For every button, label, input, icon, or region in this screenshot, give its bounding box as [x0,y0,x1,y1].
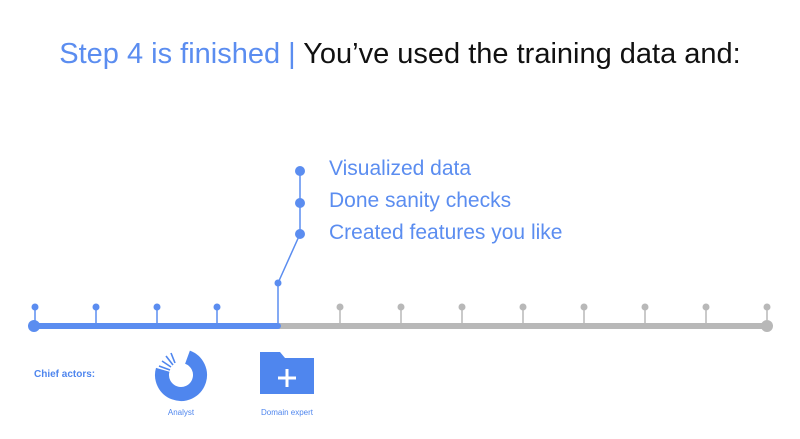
tick-8 [519,303,527,323]
tick-6 [397,303,405,323]
annotation-sanity-checks: Done sanity checks [329,189,512,212]
tick-5 [336,303,344,323]
annotation-dot-2 [295,198,305,208]
track-end-dot [761,320,773,332]
title-separator: | [280,38,304,70]
annotation-created-features: Created features you like [329,221,563,244]
tick-11 [702,303,710,323]
current-step-branch [274,166,305,323]
tick-12 [763,303,771,320]
tick-4 [213,303,221,323]
tick-7 [458,303,466,323]
tick-1 [31,303,39,323]
folder-plus-icon [260,352,314,394]
chief-actors-heading: Chief actors: [34,369,96,380]
tick-9 [580,303,588,323]
annotation-dot-3 [295,229,305,239]
tick-3 [153,303,161,323]
actor-label-analyst: Analyst [167,408,195,417]
tick-10 [641,303,649,323]
track-start-dot [28,320,40,332]
title-highlight: Step 4 is finished [59,38,281,70]
tick-2 [92,303,100,323]
actor-label-domain-expert: Domain expert [260,408,314,417]
annotation-visualized-data: Visualized data [329,157,472,180]
title-rest: You’ve used the training data and: [303,38,741,70]
annotation-dot-1 [295,166,305,176]
slide-title: Step 4 is finished | You’ve used the tra… [0,38,800,71]
donut-chart-icon [155,349,207,401]
